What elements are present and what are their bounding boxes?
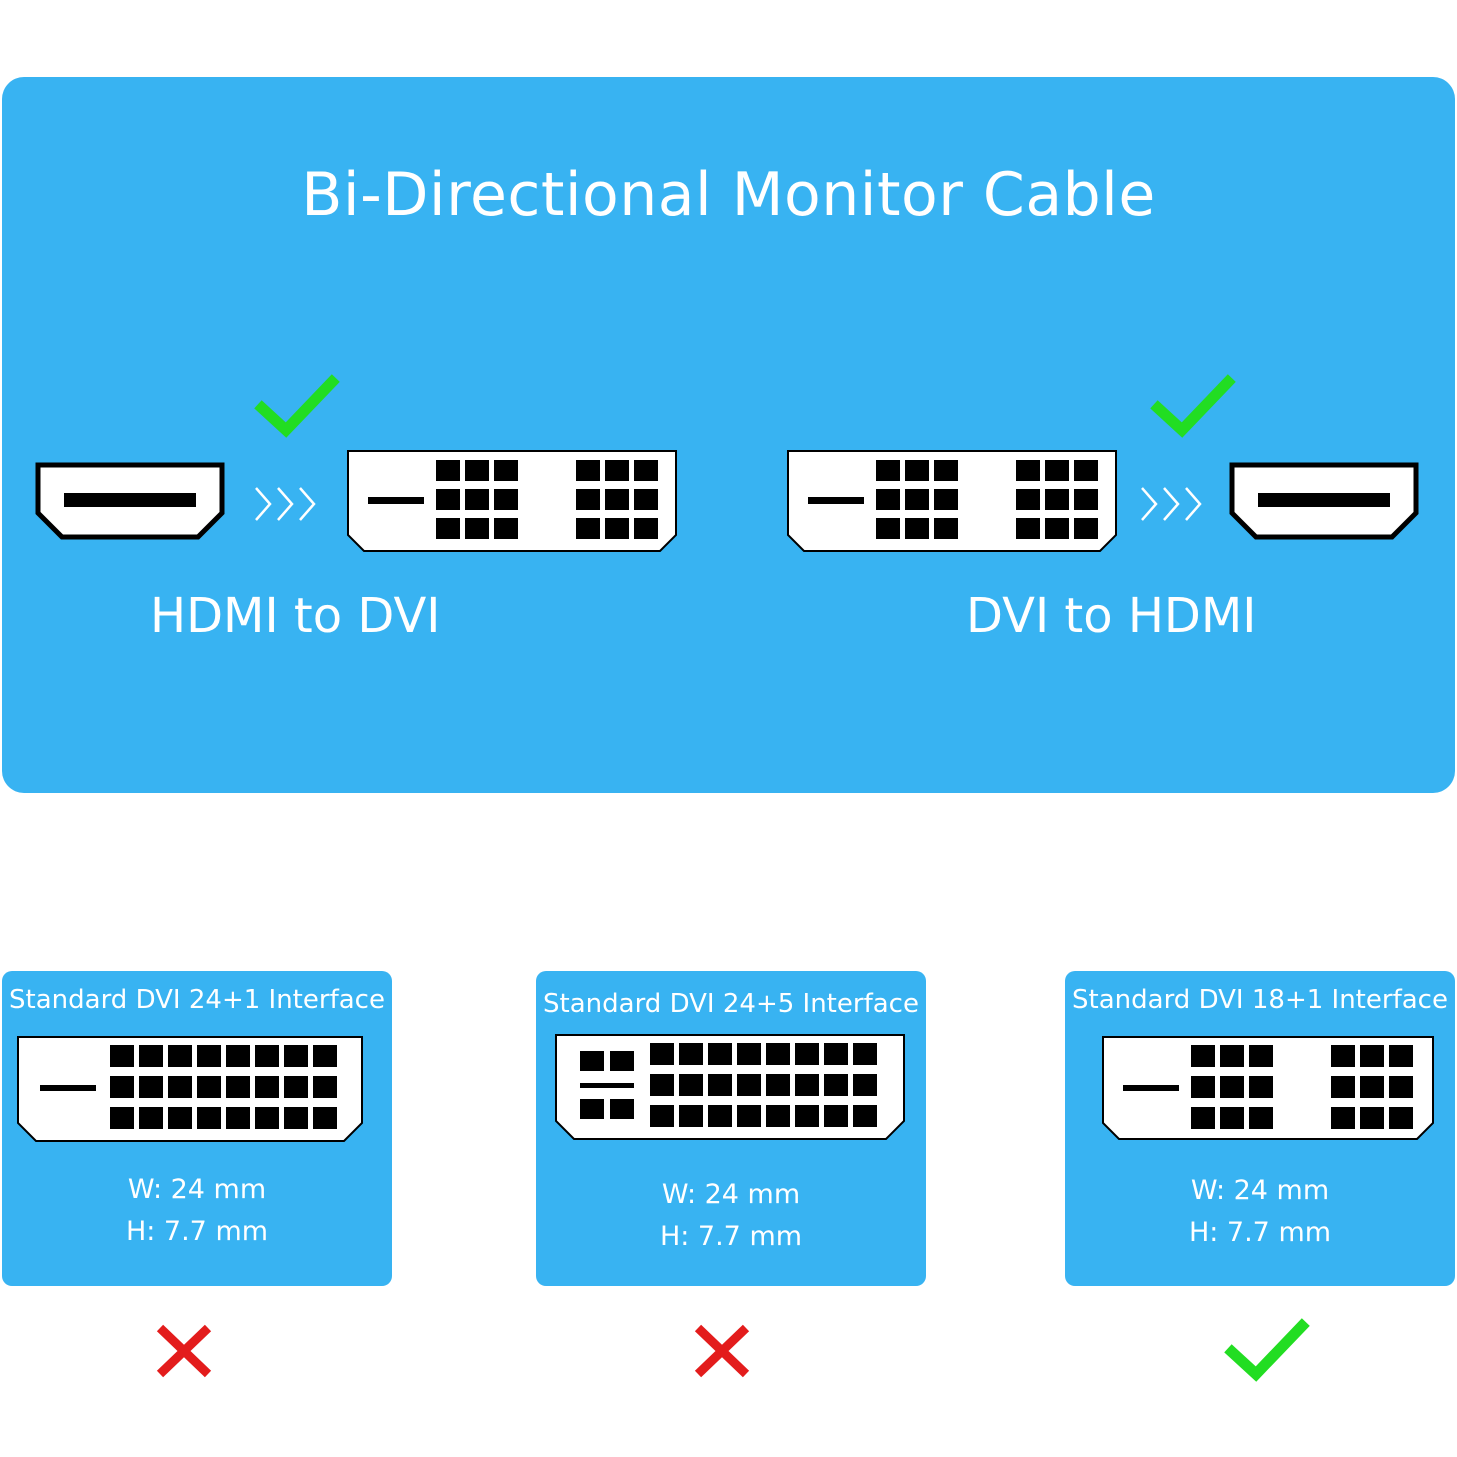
dvi-18-1-port-icon xyxy=(1102,1036,1434,1140)
interface-width: W: 24 mm xyxy=(661,1179,801,1210)
interface-card-24-5: Standard DVI 24+5 Interface W: 24 mm H: … xyxy=(536,971,926,1286)
cross-icon-24-1 xyxy=(156,1324,212,1378)
interface-width: W: 24 mm xyxy=(1190,1175,1330,1206)
interface-title: Standard DVI 24+1 Interface xyxy=(9,985,385,1015)
check-icon-left xyxy=(254,374,340,438)
cross-icon-24-5 xyxy=(694,1324,750,1378)
interface-width: W: 24 mm xyxy=(127,1174,267,1205)
arrows-icon-right xyxy=(1141,487,1202,521)
hdmi-port-icon-right xyxy=(1229,462,1419,540)
arrows-icon-left xyxy=(255,487,316,521)
interface-title: Standard DVI 24+5 Interface xyxy=(543,989,919,1019)
check-icon-18-1 xyxy=(1224,1318,1310,1382)
interface-dimensions: W: 24 mm H: 7.7 mm xyxy=(1065,1170,1455,1254)
interface-height: H: 7.7 mm xyxy=(1188,1217,1332,1248)
dvi-to-hdmi-label: DVI to HDMI xyxy=(966,588,1257,644)
interface-card-18-1: Standard DVI 18+1 Interface W: 24 mm H: … xyxy=(1065,971,1455,1286)
dvi-port-icon-right xyxy=(787,450,1117,552)
dvi-24-1-port-icon xyxy=(17,1036,363,1142)
interface-dimensions: W: 24 mm H: 7.7 mm xyxy=(536,1174,926,1258)
dvi-port-icon-left xyxy=(347,450,677,552)
page-title: Bi-Directional Monitor Cable xyxy=(301,160,1156,230)
interface-title: Standard DVI 18+1 Interface xyxy=(1072,985,1448,1015)
top-banner xyxy=(2,77,1455,793)
interface-height: H: 7.7 mm xyxy=(659,1221,803,1252)
hdmi-port-icon-left xyxy=(35,462,225,540)
check-icon-right xyxy=(1150,374,1236,438)
interface-dimensions: W: 24 mm H: 7.7 mm xyxy=(2,1169,392,1253)
hdmi-to-dvi-label: HDMI to DVI xyxy=(150,588,441,644)
interface-card-24-1: Standard DVI 24+1 Interface W: 24 mm H: … xyxy=(2,971,392,1286)
interface-height: H: 7.7 mm xyxy=(125,1216,269,1247)
dvi-24-5-port-icon xyxy=(555,1034,905,1140)
